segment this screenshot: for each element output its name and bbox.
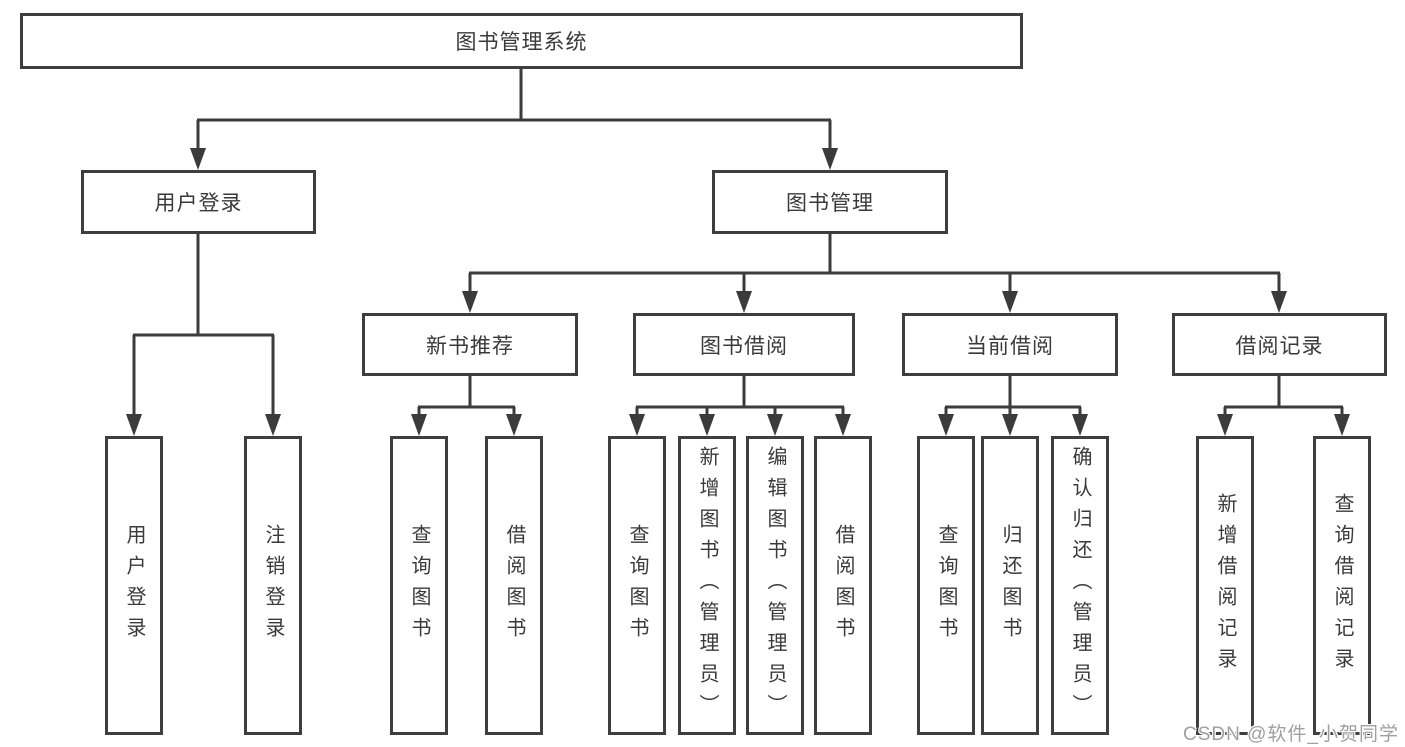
arrowhead — [506, 414, 522, 436]
arrowhead — [822, 148, 838, 170]
leaf-edit-books-admin: 编辑图书（管理员） — [746, 436, 804, 735]
node-new-book-recommendation: 新书推荐 — [362, 313, 578, 376]
leaf-query-borrow-record: 查询借阅记录 — [1313, 436, 1371, 735]
leaf-logout: 注销登录 — [244, 436, 302, 735]
arrowhead — [1002, 414, 1018, 436]
node-label: 借阅图书 — [503, 523, 525, 648]
node-label: 图书管理系统 — [455, 31, 588, 54]
leaf-add-borrow-record: 新增借阅记录 — [1196, 436, 1254, 735]
node-label: 用户登录 — [123, 523, 145, 648]
node-label: 新增图书（管理员） — [696, 446, 718, 725]
node-library-management-system: 图书管理系统 — [20, 13, 1023, 69]
node-label: 新增借阅记录 — [1214, 492, 1236, 679]
node-book-management: 图书管理 — [712, 170, 948, 234]
node-label: 查询图书 — [626, 523, 648, 648]
arrowhead — [736, 291, 752, 313]
arrowhead — [1002, 291, 1018, 313]
arrowhead — [1217, 414, 1233, 436]
arrowhead — [126, 414, 142, 436]
arrowhead — [190, 148, 206, 170]
node-user-login: 用户登录 — [81, 170, 316, 234]
node-label: 查询图书 — [935, 523, 957, 648]
arrowhead — [938, 414, 954, 436]
node-label: 图书借阅 — [700, 334, 788, 358]
node-label: 注销登录 — [262, 523, 284, 648]
node-current-borrowing: 当前借阅 — [902, 313, 1118, 376]
node-label: 用户登录 — [154, 192, 243, 215]
node-label: 编辑图书（管理员） — [764, 446, 786, 725]
arrowhead — [265, 414, 281, 436]
leaf-borrow-books: 借阅图书 — [814, 436, 872, 735]
node-label: 借阅图书 — [832, 523, 854, 648]
watermark: CSDN @软件_小贺同学 — [1183, 724, 1399, 745]
arrowhead — [1072, 414, 1088, 436]
arrowhead — [629, 414, 645, 436]
leaf-query-books-current: 查询图书 — [917, 436, 975, 735]
arrowhead — [699, 414, 715, 436]
node-book-borrowing: 图书借阅 — [633, 313, 855, 376]
arrowhead — [767, 414, 783, 436]
node-label: 确认归还（管理员） — [1069, 446, 1091, 725]
leaf-borrow-books-recommend: 借阅图书 — [485, 436, 543, 735]
node-label: 当前借阅 — [966, 334, 1054, 358]
node-label: 借阅记录 — [1235, 334, 1324, 358]
leaf-query-books-recommend: 查询图书 — [390, 436, 448, 735]
leaf-user-login: 用户登录 — [105, 436, 163, 735]
node-label: 查询图书 — [408, 523, 430, 648]
node-label: 图书管理 — [786, 192, 874, 215]
node-label: 归还图书 — [999, 523, 1021, 648]
arrowhead — [462, 291, 478, 313]
arrowhead — [1334, 414, 1350, 436]
leaf-add-books-admin: 新增图书（管理员） — [678, 436, 736, 735]
leaf-return-books: 归还图书 — [981, 436, 1039, 735]
arrowhead — [411, 414, 427, 436]
arrowhead — [1271, 291, 1287, 313]
node-borrowing-records: 借阅记录 — [1172, 313, 1387, 376]
node-label: 新书推荐 — [426, 334, 514, 358]
arrowhead — [835, 414, 851, 436]
leaf-query-books-borrow: 查询图书 — [608, 436, 666, 735]
node-label: 查询借阅记录 — [1331, 492, 1353, 679]
leaf-confirm-return-admin: 确认归还（管理员） — [1051, 436, 1109, 735]
